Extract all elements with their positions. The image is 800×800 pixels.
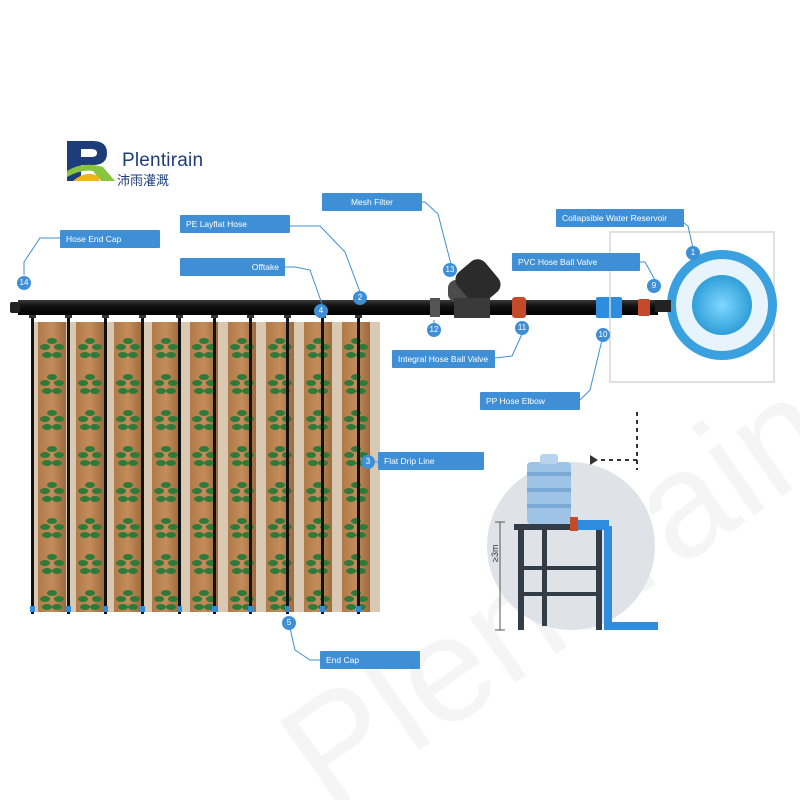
label-offtake: Offtake — [180, 258, 285, 276]
label-flat-drip-line: Flat Drip Line — [378, 452, 484, 470]
leader-pvc-valve — [640, 262, 655, 280]
flat-drip-line — [321, 314, 324, 614]
end-cap-icon — [140, 606, 145, 612]
filter-joint — [430, 298, 440, 317]
pp-hose-elbow-fitting — [596, 297, 622, 318]
badge-4: 4 — [314, 304, 328, 318]
end-cap-icon — [212, 606, 217, 612]
badge-14: 14 — [17, 276, 31, 290]
soil-bed — [152, 322, 180, 612]
label-end-cap: End Cap — [320, 651, 420, 669]
soil-bed — [38, 322, 66, 612]
flat-drip-line — [67, 314, 70, 614]
flat-drip-line — [31, 314, 34, 614]
label-pp-hose-elbow: PP Hose Elbow — [480, 392, 580, 410]
end-cap-icon — [103, 606, 108, 612]
integral-ball-valve-fitting — [512, 297, 526, 318]
soil-bed — [76, 322, 104, 612]
badge-10: 10 — [596, 328, 610, 342]
leader-pp-elbow — [580, 340, 602, 400]
end-cap-icon — [320, 606, 325, 612]
badge-11: 11 — [515, 321, 529, 335]
layflat-hose — [10, 300, 658, 315]
label-integral-ball-valve: Integral Hose Ball Valve — [392, 350, 495, 368]
leader-integral-valve — [495, 334, 522, 358]
soil-bed — [266, 322, 294, 612]
end-cap-icon — [248, 606, 253, 612]
label-mesh-filter: Mesh Filter — [322, 193, 422, 211]
label-hose-end-cap: Hose End Cap — [60, 230, 160, 248]
badge-5: 5 — [282, 616, 296, 630]
label-pvc-ball-valve: PVC Hose Ball Valve — [512, 253, 640, 271]
end-cap-icon — [285, 606, 290, 612]
flat-drip-line — [357, 314, 360, 614]
badge-12: 12 — [427, 323, 441, 337]
crop-rows-icon — [29, 313, 380, 614]
flat-drip-line — [141, 314, 144, 614]
leader-pe-layflat-hose — [290, 226, 360, 292]
leader-offtake — [285, 267, 322, 304]
label-collapsible-reservoir: Collapsible Water Reservoir — [556, 209, 684, 227]
badge-1: 1 — [686, 246, 700, 260]
flat-drip-line — [249, 314, 252, 614]
badge-9: 9 — [647, 279, 661, 293]
flat-drip-line — [178, 314, 181, 614]
flat-drip-line — [104, 314, 107, 614]
pvc-valve-fitting — [638, 299, 650, 316]
end-cap-icon — [66, 606, 71, 612]
tank-height-label: ≥3m — [490, 545, 500, 562]
end-cap-icon — [30, 606, 35, 612]
soil-bed — [114, 322, 142, 612]
end-cap-icon — [177, 606, 182, 612]
end-cap-icon — [356, 606, 361, 612]
soil-bed — [304, 322, 332, 612]
leader-mesh-filter — [420, 202, 452, 268]
badge-2: 2 — [353, 291, 367, 305]
leader-end-cap — [290, 628, 320, 660]
flat-drip-line — [286, 314, 289, 614]
badge-3: 3 — [361, 455, 375, 469]
leader-hose-end-cap — [24, 238, 60, 275]
badge-13: 13 — [443, 263, 457, 277]
flat-drip-line — [213, 314, 216, 614]
label-pe-layflat-hose: PE Layflat Hose — [180, 215, 290, 233]
